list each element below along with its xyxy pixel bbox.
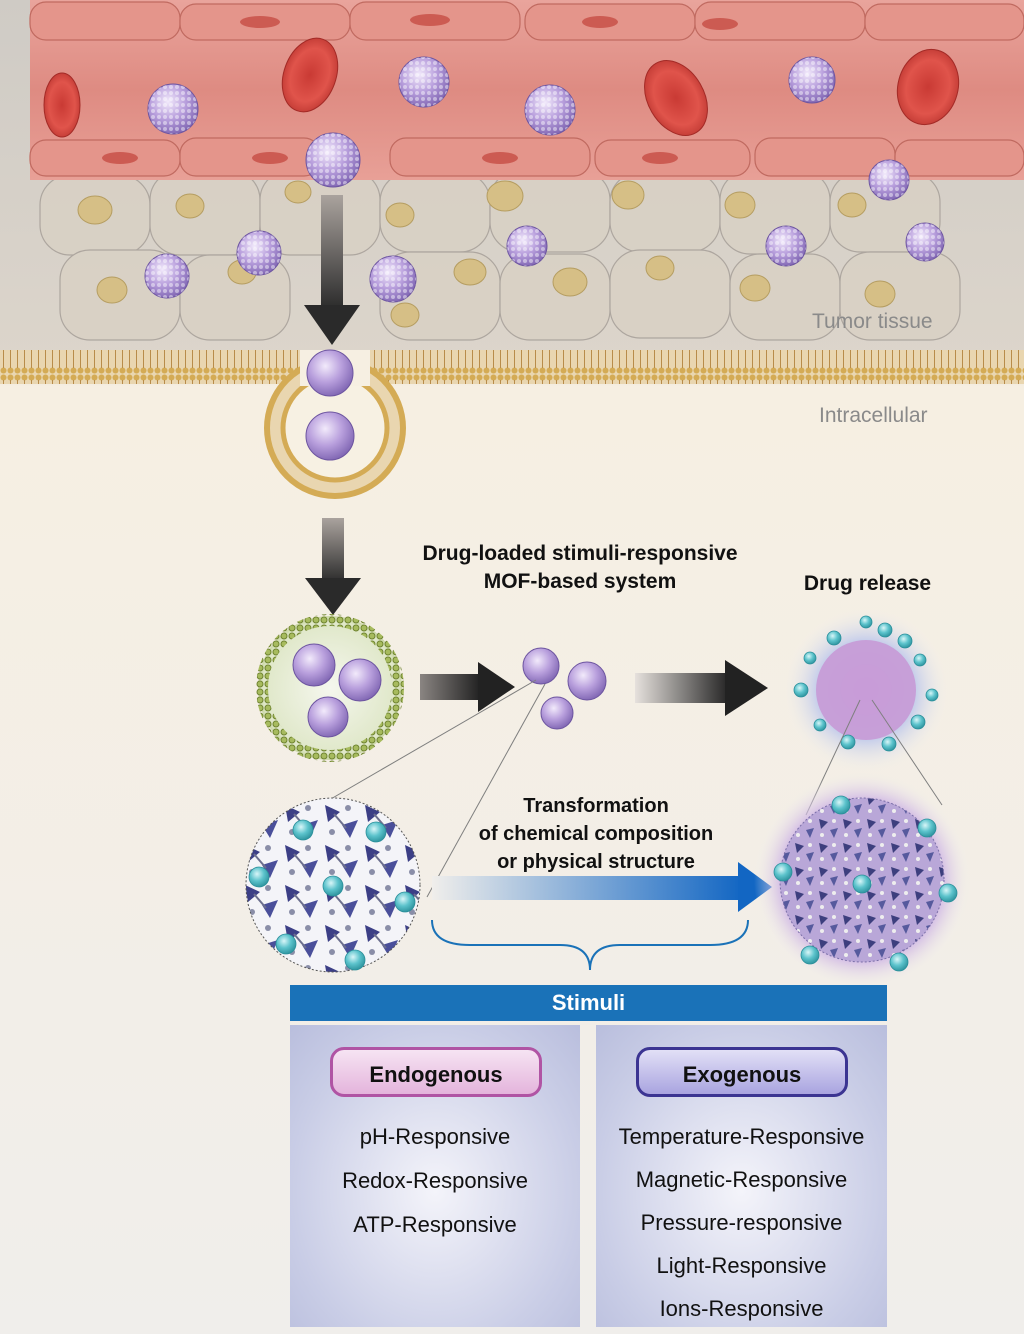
endogenous-list: pH-Responsive Redox-Responsive ATP-Respo… xyxy=(290,1115,580,1247)
exogenous-item: Ions-Responsive xyxy=(659,1296,824,1321)
drug-release-particle xyxy=(784,608,948,772)
free-nanoparticles xyxy=(522,647,607,730)
arrow-release-from-endosome xyxy=(420,662,515,712)
stimuli-brace xyxy=(431,919,749,971)
endocytic-vesicle xyxy=(264,349,406,499)
system-title-line1: Drug-loaded stimuli-responsive xyxy=(422,542,738,565)
system-title-line2: MOF-based system xyxy=(483,570,677,593)
drug-release-label: Drug release xyxy=(803,572,932,595)
mof-structure-transformed xyxy=(754,772,970,988)
exogenous-badge: Exogenous xyxy=(636,1047,848,1097)
arrow-to-drug-release xyxy=(635,660,768,716)
cell-nuclei xyxy=(77,180,896,328)
down-arrow-into-cell xyxy=(304,195,360,345)
endogenous-item: ATP-Responsive xyxy=(353,1212,517,1237)
endogenous-badge: Endogenous xyxy=(330,1047,542,1097)
red-blood-cells xyxy=(43,37,960,138)
transformation-label: Transformation of chemical composition o… xyxy=(440,792,752,876)
exogenous-item: Pressure-responsive xyxy=(640,1210,843,1235)
transformation-line1: Transformation xyxy=(523,795,669,817)
transformation-arrow xyxy=(432,862,772,912)
transformation-line2: of chemical composition xyxy=(478,823,714,845)
system-title: Drug-loaded stimuli-responsive MOF-based… xyxy=(380,540,780,596)
nanoparticles-tissue xyxy=(144,56,945,303)
endosome xyxy=(256,614,404,762)
mof-structure-intact xyxy=(245,797,421,973)
transformation-line3: or physical structure xyxy=(497,851,695,873)
exogenous-list: Temperature-Responsive Magnetic-Responsi… xyxy=(596,1115,887,1330)
cell-membrane xyxy=(0,350,1024,384)
exogenous-item: Light-Responsive xyxy=(656,1253,827,1278)
blood-vessel xyxy=(29,0,1024,180)
exogenous-panel: Exogenous Temperature-Responsive Magneti… xyxy=(596,1025,887,1327)
stimuli-header: Stimuli xyxy=(290,985,887,1021)
down-arrow-to-endosome xyxy=(305,518,361,615)
endogenous-panel: Endogenous pH-Responsive Redox-Responsiv… xyxy=(290,1025,580,1327)
endogenous-item: Redox-Responsive xyxy=(342,1168,528,1193)
tumor-tissue-label: Tumor tissue xyxy=(812,310,933,333)
endogenous-item: pH-Responsive xyxy=(359,1124,511,1149)
intracellular-label: Intracellular xyxy=(819,404,928,427)
exogenous-item: Magnetic-Responsive xyxy=(635,1167,848,1192)
tumor-tissue-cells xyxy=(39,169,961,341)
exogenous-item: Temperature-Responsive xyxy=(618,1124,865,1149)
